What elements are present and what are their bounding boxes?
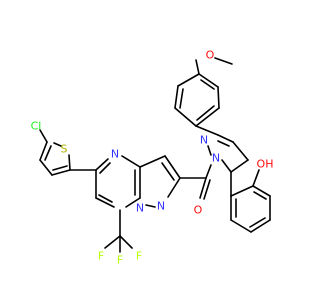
bond-pyr-1 (95, 158, 109, 171)
bond-hp-5 (230, 219, 252, 233)
bond-pzl-3 (230, 159, 249, 173)
bond-mp-6 (195, 107, 220, 127)
bond-cf3-f1 (104, 235, 121, 249)
bond-pz-4 (145, 204, 156, 208)
bond-hp-1 (230, 185, 254, 197)
bond-o-methyl (214, 57, 233, 65)
bond-pyr-2 (121, 155, 141, 168)
bond-pz-2b (161, 162, 175, 181)
bond-mp-2b (179, 88, 184, 109)
bond-pzl-2 (221, 159, 232, 173)
bond-cl-c (39, 129, 48, 143)
bond-mp-2 (174, 85, 179, 109)
bond-hp-4b (249, 217, 266, 228)
atom-f-2: F (117, 254, 123, 267)
bond-mp-5 (217, 86, 220, 109)
atom-o-methoxy: O (206, 49, 215, 62)
bond-pz-3 (167, 177, 181, 198)
atom-n-pyrimidine: N (111, 148, 119, 161)
bond-thiophene-1b (44, 145, 52, 161)
bond-thiophene-3b (52, 165, 68, 171)
bond-hp-2b (253, 191, 267, 200)
bond-pzl-5 (217, 134, 234, 143)
bond-thiophene-4 (68, 154, 71, 171)
bond-pzl-phenyl (195, 125, 219, 136)
molecule-structure: Cl S N N N O N N O OH F F F (31, 49, 274, 267)
bond-hp-oh (252, 169, 260, 187)
atom-labels: Cl S N N N O N N O OH F F F (31, 49, 274, 267)
bond-pyr-4 (125, 197, 141, 208)
atom-o-carbonyl: O (194, 204, 203, 217)
bond-pzl-5b (217, 140, 230, 147)
bond-thiophene-2 (39, 159, 53, 176)
bond-mp-4b (200, 79, 215, 90)
atom-n-pyrazole: N (157, 200, 165, 213)
bond-mp-1 (174, 107, 197, 127)
bond-cf3-f3 (119, 235, 133, 249)
atom-f-1: F (98, 250, 104, 263)
atom-f-3: F (136, 250, 142, 263)
atom-s: S (61, 143, 68, 156)
atom-oh: OH (257, 158, 274, 171)
bond-pz-2 (164, 155, 181, 179)
bond-thiophene-3 (51, 169, 71, 176)
bond-carbonyl-o2 (203, 179, 211, 200)
bond-thiophene-5 (53, 142, 62, 147)
bond-mp-o (195, 59, 200, 75)
atom-n-bridge: N (136, 202, 144, 215)
bond-pzl-1 (207, 145, 212, 156)
bond-pyr-5b (98, 194, 113, 203)
bonds (39, 57, 271, 253)
bond-mp-3 (177, 73, 200, 87)
bond-thiophene-1 (39, 141, 48, 161)
bond-hp-4 (250, 219, 271, 233)
bond-pzl-4 (232, 141, 249, 161)
atom-n-pyrazoline-2: N (200, 134, 208, 147)
bond-pyr-5 (95, 197, 115, 208)
bond-mp-4 (198, 73, 219, 88)
bond-hp-2 (252, 185, 271, 197)
bond-carbonyl-o1 (199, 177, 207, 199)
bond-pz-1 (139, 155, 166, 168)
bond-mp-6b (196, 105, 215, 121)
atom-cl: Cl (31, 120, 42, 133)
bond-carbonyl-n (205, 164, 212, 179)
bond-pyr-1b (99, 162, 111, 174)
atom-n-pyrazoline-1: N (212, 152, 220, 165)
